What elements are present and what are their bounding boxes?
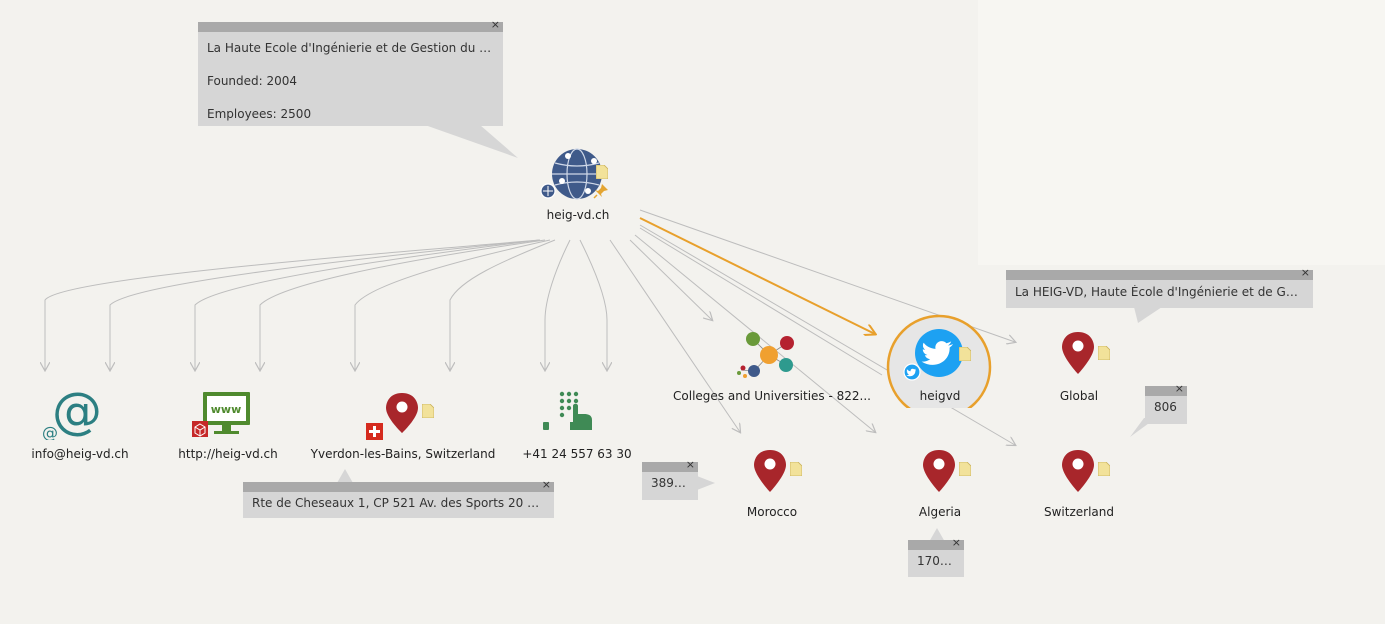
twitter-node-label: heigvd — [919, 389, 961, 403]
algeria-count-popup: × 17054 — [908, 536, 964, 577]
popup-line: 17054 — [917, 554, 955, 568]
phone-node-label: +41 24 557 63 30 — [522, 447, 632, 461]
switzerland-node-label: Switzerland — [1044, 505, 1114, 519]
note-icon — [1098, 462, 1110, 476]
address-popup: × Rte de Cheseaux 1, CP 521 Av. des Spor… — [243, 478, 554, 518]
switzerland-node[interactable] — [1062, 448, 1094, 498]
twitter-badge-icon — [903, 363, 921, 381]
map-pin-icon — [366, 393, 418, 440]
algeria-node[interactable] — [923, 448, 955, 498]
note-icon — [790, 462, 802, 476]
popup-line: Founded: 2004 — [207, 74, 298, 88]
popup-tail — [929, 528, 945, 542]
popup-tail — [1134, 307, 1162, 323]
global-node-label: Global — [1059, 389, 1099, 403]
map-pin-icon — [1062, 450, 1094, 492]
edge-to-phone-2 — [579, 239, 607, 370]
globe-network-icon — [540, 148, 602, 200]
email-node-label: info@heig-vd.ch — [31, 447, 129, 461]
background-panel — [978, 0, 1385, 265]
twitter-bird-icon — [915, 329, 963, 377]
close-icon[interactable]: × — [541, 478, 551, 491]
email-node[interactable]: @ @ — [42, 382, 104, 444]
map-pin-icon — [923, 450, 955, 492]
close-icon[interactable]: × — [490, 18, 500, 31]
edge-to-morocco — [609, 239, 740, 432]
edge-to-email-1 — [45, 239, 541, 370]
svg-text:@: @ — [52, 386, 102, 440]
popup-tail — [697, 476, 715, 490]
edge-to-twitter-back — [639, 227, 883, 376]
edge-to-location-2 — [450, 239, 556, 370]
popup-line: La HEIG-VD, Haute École d'Ingénierie et … — [1015, 285, 1304, 299]
edge-highlighted-twitter — [639, 217, 875, 334]
location-yverdon-node[interactable] — [366, 391, 421, 447]
edge-to-switzerland — [639, 224, 1015, 445]
svg-text:www: www — [211, 403, 242, 416]
edge-to-url-2 — [260, 239, 546, 370]
www-monitor-icon: www — [192, 392, 250, 437]
svg-text:@: @ — [42, 423, 58, 440]
website-node-label: heig-vd.ch — [546, 208, 610, 222]
close-icon[interactable]: × — [951, 536, 961, 549]
edge-to-phone-1 — [545, 239, 571, 370]
location-yverdon-label: Yverdon-les-Bains, Switzerland — [310, 447, 496, 461]
close-icon[interactable]: × — [1300, 266, 1310, 279]
note-icon — [959, 462, 971, 476]
edge-to-location-1 — [355, 239, 551, 370]
phone-node[interactable] — [540, 390, 596, 442]
website-info-popup: × La Haute Ecole d'Ingénierie et de Gest… — [198, 18, 503, 126]
pin-icon — [593, 184, 608, 199]
switzerland-count-popup: × 806 — [1145, 382, 1187, 424]
popup-line: Employees: 2500 — [207, 107, 312, 121]
popup-tail — [1130, 418, 1156, 437]
note-icon — [422, 404, 434, 418]
popup-tail — [425, 125, 518, 158]
popup-line: La Haute Ecole d'Ingénierie et de Gestio… — [207, 41, 494, 55]
note-icon — [596, 165, 608, 179]
popup-line: 38940 — [651, 476, 689, 490]
edge-to-category — [629, 239, 712, 320]
morocco-count-popup: × 38940 — [642, 458, 698, 500]
edge-to-email-2 — [110, 239, 541, 370]
popup-line: 806 — [1154, 400, 1177, 414]
note-icon — [1098, 346, 1110, 360]
close-icon[interactable]: × — [685, 458, 695, 471]
url-node[interactable]: www — [192, 391, 254, 445]
twitter-info-popup: × La HEIG-VD, Haute École d'Ingénierie e… — [1006, 266, 1313, 308]
category-node-label: Colleges and Universities - 822... — [673, 389, 871, 403]
global-node[interactable] — [1062, 330, 1094, 380]
close-icon[interactable]: × — [1174, 382, 1184, 395]
phone-keypad-icon — [543, 391, 592, 430]
category-node[interactable] — [733, 330, 797, 386]
popup-line: Rte de Cheseaux 1, CP 521 Av. des Sports… — [252, 496, 545, 510]
morocco-node[interactable] — [754, 448, 786, 498]
at-sign-icon: @ @ — [42, 382, 102, 442]
morocco-node-label: Morocco — [746, 505, 798, 519]
category-cluster-icon — [737, 332, 794, 378]
map-pin-icon — [1062, 332, 1094, 374]
edge-to-url-1 — [195, 239, 541, 370]
map-pin-icon — [754, 450, 786, 492]
popup-tail — [337, 469, 353, 483]
url-node-label: http://heig-vd.ch — [178, 447, 278, 461]
note-icon — [959, 347, 971, 361]
algeria-node-label: Algeria — [918, 505, 962, 519]
website-node[interactable] — [540, 147, 615, 207]
